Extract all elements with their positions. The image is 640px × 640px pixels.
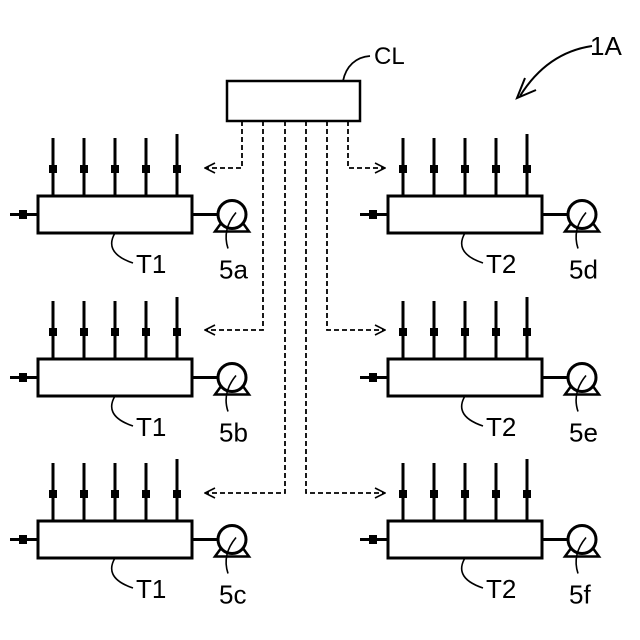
inlet-valve-icon	[49, 165, 57, 173]
pump-icon	[568, 364, 596, 392]
controller-box	[227, 81, 360, 121]
tank-vessel	[38, 521, 192, 558]
unit-row1-left: T1 5a	[10, 134, 249, 285]
unit-row3-right: T2 5f	[360, 459, 599, 610]
tank-vessel	[388, 521, 542, 558]
controller-leader-line	[343, 56, 370, 81]
system-label: 1A	[590, 31, 622, 61]
inlet-valve-icon	[492, 165, 500, 173]
tank-label: T1	[136, 249, 166, 279]
inlet-valve-icon	[49, 328, 57, 336]
tank-leader-line	[112, 396, 133, 426]
pump-icon	[218, 526, 246, 554]
signal-line-row1-left	[205, 121, 242, 168]
inlet-valve-icon	[173, 490, 181, 498]
inlet-valve-icon	[399, 165, 407, 173]
inlet-valve-icon	[80, 165, 88, 173]
drain-valve-icon	[19, 535, 27, 544]
system-reference: 1A	[517, 31, 622, 98]
drain-valve-icon	[19, 210, 27, 219]
controller-label: CL	[374, 43, 405, 70]
tank-label: T2	[486, 412, 516, 442]
drain-valve-icon	[369, 535, 377, 544]
pump-label: 5a	[219, 255, 248, 285]
pump-icon	[218, 201, 246, 229]
drain-valve-icon	[369, 210, 377, 219]
tank-label: T2	[486, 249, 516, 279]
inlet-valve-icon	[492, 328, 500, 336]
inlet-valve-icon	[523, 328, 531, 336]
inlet-valve-icon	[523, 490, 531, 498]
pump-icon	[568, 526, 596, 554]
tank-vessel	[38, 196, 192, 233]
unit-row2-left: T1 5b	[10, 297, 249, 448]
inlet-valve-icon	[142, 328, 150, 336]
tank-leader-line	[462, 233, 483, 263]
tank-vessel	[388, 359, 542, 396]
inlet-valve-icon	[111, 165, 119, 173]
inlet-valve-icon	[399, 490, 407, 498]
inlet-valve-icon	[523, 165, 531, 173]
drain-valve-icon	[369, 373, 377, 382]
inlet-valve-icon	[461, 165, 469, 173]
tank-leader-line	[112, 558, 133, 588]
inlet-valve-icon	[492, 490, 500, 498]
inlet-valve-icon	[461, 328, 469, 336]
inlet-valve-icon	[111, 328, 119, 336]
units: T15aT25dT15bT25eT15cT25f	[10, 134, 599, 610]
tank-vessel	[388, 196, 542, 233]
tank-leader-line	[112, 233, 133, 263]
inlet-valve-icon	[430, 328, 438, 336]
tank-leader-line	[462, 558, 483, 588]
inlet-valve-icon	[399, 328, 407, 336]
unit-row1-right: T2 5d	[360, 134, 599, 285]
pump-label: 5c	[219, 580, 246, 610]
signal-line-row3-right	[306, 121, 385, 493]
inlet-valve-icon	[142, 165, 150, 173]
inlet-valve-icon	[49, 490, 57, 498]
unit-row2-right: T2 5e	[360, 297, 599, 448]
inlet-valve-icon	[430, 165, 438, 173]
signal-line-row1-right	[348, 121, 385, 168]
inlet-valve-icon	[111, 490, 119, 498]
pump-label: 5d	[569, 255, 598, 285]
signal-line-row2-right	[327, 121, 385, 330]
inlet-valve-icon	[173, 328, 181, 336]
tank-leader-line	[462, 396, 483, 426]
inlet-valve-icon	[80, 490, 88, 498]
tank-label: T1	[136, 574, 166, 604]
pump-icon	[568, 201, 596, 229]
inlet-valve-icon	[461, 490, 469, 498]
controller: CL	[227, 43, 405, 121]
pump-icon	[218, 364, 246, 392]
inlet-valve-icon	[430, 490, 438, 498]
pump-label: 5f	[569, 580, 591, 610]
inlet-valve-icon	[173, 165, 181, 173]
system-pointer-arrow	[520, 46, 592, 96]
tank-label: T1	[136, 412, 166, 442]
pump-label: 5b	[219, 418, 248, 448]
tank-vessel	[38, 359, 192, 396]
drain-valve-icon	[19, 373, 27, 382]
unit-row3-left: T1 5c	[10, 459, 249, 610]
pump-label: 5e	[569, 418, 598, 448]
inlet-valve-icon	[142, 490, 150, 498]
inlet-valve-icon	[80, 328, 88, 336]
tank-label: T2	[486, 574, 516, 604]
